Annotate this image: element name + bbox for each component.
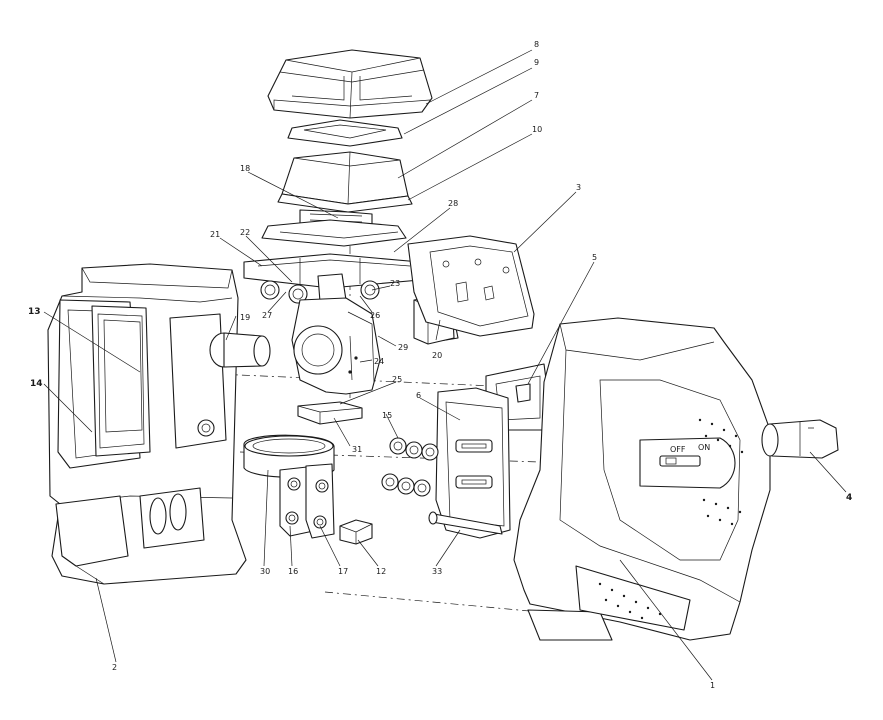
callout-26: 26 — [370, 311, 380, 320]
pendulum-bracket-part-24 — [291, 297, 381, 395]
knob-part-4 — [761, 419, 839, 459]
callout-17: 17 — [338, 567, 348, 576]
callout-9: 9 — [534, 58, 539, 67]
callout-19: 19 — [240, 313, 250, 322]
callout-20: 20 — [432, 351, 442, 360]
callout-22: 22 — [240, 228, 250, 237]
vent-holes-pattern — [598, 418, 744, 620]
window-housing-part-7 — [277, 151, 413, 213]
callout-6: 6 — [416, 391, 421, 400]
switch-off-label: OFF — [670, 445, 686, 454]
callout-labels: 8 9 7 10 18 3 28 21 22 5 27 23 26 13 19 … — [28, 40, 852, 690]
callout-29: 29 — [398, 343, 408, 352]
callout-23: 23 — [390, 279, 400, 288]
callout-24: 24 — [374, 357, 384, 366]
top-cover-part-8 — [267, 49, 433, 119]
callout-10: 10 — [532, 125, 542, 134]
clip-part-17 — [305, 463, 335, 539]
callout-8: 8 — [534, 40, 539, 49]
rod-part-33 — [428, 511, 503, 535]
callout-5: 5 — [592, 253, 597, 262]
power-switch-labels: OFF ON — [670, 443, 710, 454]
callout-30: 30 — [260, 567, 270, 576]
switch-on-label: ON — [698, 443, 710, 452]
nut-part-12 — [339, 519, 373, 545]
callout-31: 31 — [352, 445, 362, 454]
callout-2: 2 — [112, 663, 117, 672]
pcb-board-part-6 — [435, 387, 511, 539]
callout-27: 27 — [262, 311, 272, 320]
callout-21: 21 — [210, 230, 220, 239]
laser-module-assembly — [243, 219, 421, 304]
callout-4: 4 — [846, 493, 852, 503]
cylinder-part-19 — [209, 332, 271, 368]
screw-set-part-15 — [381, 437, 439, 497]
gasket-part-9 — [287, 119, 403, 147]
callout-18: 18 — [240, 164, 250, 173]
leader-lines — [43, 49, 847, 681]
front-housing-part-1 — [513, 317, 771, 641]
callout-33: 33 — [432, 567, 442, 576]
callout-3: 3 — [576, 183, 581, 192]
callout-16: 16 — [288, 567, 298, 576]
callout-13: 13 — [28, 307, 41, 317]
callout-7: 7 — [534, 91, 539, 100]
callout-14: 14 — [30, 379, 43, 389]
callout-12: 12 — [376, 567, 386, 576]
pad-part-31 — [297, 401, 363, 425]
rear-housing-part-2 — [47, 263, 247, 585]
callout-28: 28 — [448, 199, 458, 208]
callout-25: 25 — [392, 375, 402, 384]
battery-door-part-3 — [407, 235, 535, 337]
callout-1: 1 — [710, 681, 715, 690]
callout-15: 15 — [382, 411, 392, 420]
lens-frame-part-13 — [103, 319, 143, 433]
